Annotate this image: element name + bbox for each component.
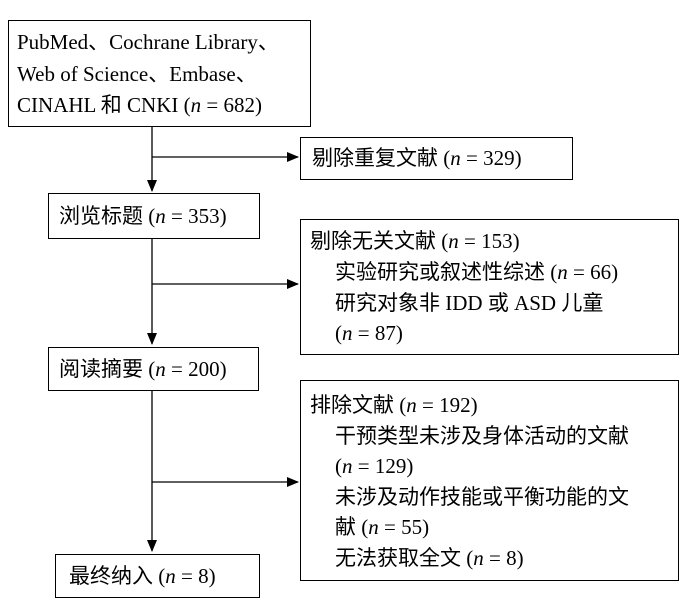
excluded-box (300, 380, 679, 581)
excluded-reason-3: 无法获取全文 (n = 8) (335, 546, 524, 570)
final-box (55, 554, 260, 598)
irrelevant-box (300, 219, 679, 355)
excluded-reason-2-count: 献 (n = 55) (335, 515, 430, 539)
sources-line-1: PubMed、Cochrane Library、 (17, 30, 279, 54)
dedup-text: 剔除重复文献 (n = 329) (312, 146, 522, 170)
excluded-reason-2: 未涉及动作技能或平衡功能的文 (335, 485, 629, 509)
dedup-box (300, 137, 573, 180)
excluded-reason-1-count: (n = 129) (335, 454, 414, 478)
irrelevant-reason-1: 实验研究或叙述性综述 (n = 66) (335, 260, 619, 284)
excluded-head: 排除文献 (n = 192) (310, 393, 478, 417)
titles-box (48, 193, 260, 239)
sources-line-2: Web of Science、Embase、 (17, 62, 257, 86)
irrelevant-reason-2: 研究对象非 IDD 或 ASD 儿童 (335, 291, 604, 315)
titles-text: 浏览标题 (n = 353) (59, 204, 227, 228)
abstracts-text: 阅读摘要 (n = 200) (59, 357, 227, 381)
irrelevant-reason-2-count: (n = 87) (335, 321, 403, 345)
irrelevant-head: 剔除无关文献 (n = 153) (310, 229, 520, 253)
sources-box (8, 20, 311, 127)
excluded-reason-1: 干预类型未涉及身体活动的文献 (335, 424, 629, 448)
abstracts-box (48, 347, 259, 391)
final-text: 最终纳入 (n = 8) (69, 564, 216, 588)
sources-line-3: CINAHL 和 CNKI (n = 682) (17, 93, 262, 117)
